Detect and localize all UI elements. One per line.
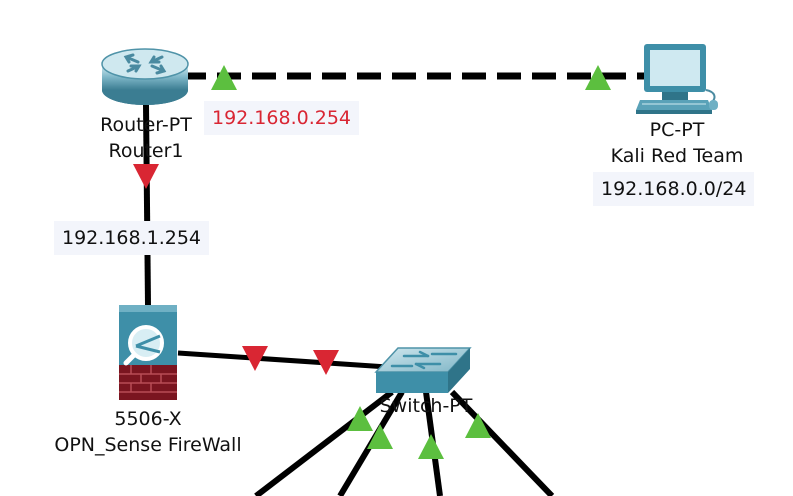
link-firewall-switch[interactable] [177, 350, 389, 370]
firewall-name-label: OPN_Sense FireWall [54, 434, 242, 456]
router-lan-ip-label: 192.168.1.254 [54, 221, 210, 255]
pc-network-label: 192.168.0.0/24 [593, 172, 755, 206]
pc-name-label: Kali Red Team [610, 145, 744, 167]
link-up-indicator [465, 413, 491, 438]
router-wan-ip-label: 192.168.0.254 [204, 101, 360, 135]
link-up-indicator [418, 434, 444, 459]
switch-model-label: Switch-PT [379, 395, 473, 417]
link-up-indicator [367, 424, 393, 449]
link-up-indicator [347, 406, 373, 431]
switch-icon[interactable] [374, 347, 472, 393]
pc-icon[interactable] [636, 44, 718, 114]
link-up-indicator [585, 65, 611, 90]
link-down-indicator [313, 350, 339, 375]
firewall-model-label: 5506-X [114, 408, 182, 430]
link-down-indicator [133, 164, 159, 189]
router-name-label: Router1 [108, 140, 184, 162]
router-model-label: Router-PT [100, 114, 192, 136]
pc-model-label: PC-PT [649, 119, 705, 141]
link-switch-host-4[interactable] [449, 389, 555, 496]
link-router-firewall[interactable] [143, 104, 151, 306]
link-switch-host-1[interactable] [254, 389, 394, 496]
firewall-icon[interactable] [119, 305, 177, 400]
router-icon[interactable] [101, 48, 189, 105]
link-down-indicator [242, 346, 268, 371]
link-up-indicator [211, 65, 237, 90]
